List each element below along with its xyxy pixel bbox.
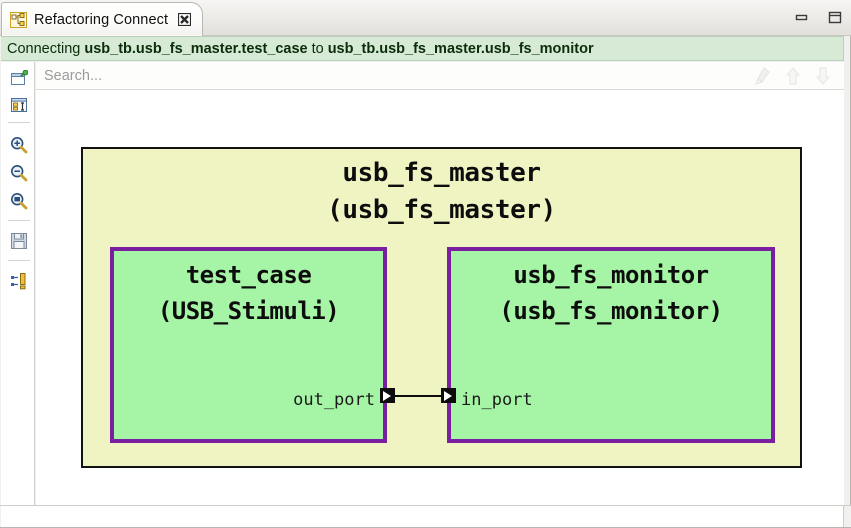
connect-ports-icon[interactable]	[10, 272, 28, 290]
port-label-in-port[interactable]: in_port	[461, 390, 533, 410]
port-arrow-icon	[444, 390, 452, 401]
minimize-icon[interactable]	[793, 9, 810, 26]
component-type-test-case: (USB_Stimuli)	[157, 297, 340, 325]
tool-rail	[1, 62, 35, 505]
connection-wire[interactable]	[395, 394, 443, 397]
search-input[interactable]	[36, 66, 754, 85]
port-marker-out-port[interactable]	[380, 388, 395, 403]
search-actions	[754, 66, 844, 86]
module-usb-fs-master[interactable]: usb_fs_master (usb_fs_master) test_case …	[81, 147, 802, 468]
tab-title: Refactoring Connect	[34, 11, 169, 28]
zoom-out-icon[interactable]	[10, 164, 28, 182]
previous-match-icon[interactable]	[784, 66, 802, 86]
clear-search-icon[interactable]	[754, 66, 772, 86]
module-title-line2: (usb_fs_master)	[327, 195, 556, 225]
show-properties-icon[interactable]	[10, 96, 28, 114]
status-message-bar: Connecting usb_tb.usb_fs_master.test_cas…	[1, 36, 844, 61]
window-controls	[793, 0, 843, 34]
port-marker-in-port[interactable]	[441, 388, 456, 403]
bottom-strip	[0, 505, 851, 527]
status-target-path: usb_tb.usb_fs_master.usb_fs_monitor	[327, 40, 594, 57]
pin-editor-icon[interactable]	[10, 69, 29, 88]
status-source-path: usb_tb.usb_fs_master.test_case	[84, 40, 308, 57]
zoom-in-icon[interactable]	[10, 136, 28, 154]
diagram-canvas[interactable]: usb_fs_master (usb_fs_master) test_case …	[36, 90, 844, 505]
next-match-icon[interactable]	[814, 66, 832, 86]
bottom-strip-inner	[1, 506, 844, 527]
close-icon[interactable]	[177, 12, 192, 27]
tab-bar: Refactoring Connect	[0, 0, 851, 36]
port-label-out-port[interactable]: out_port	[293, 390, 375, 410]
rail-separator	[8, 122, 30, 123]
component-usb-fs-monitor[interactable]: usb_fs_monitor (usb_fs_monitor) in_port	[447, 247, 775, 443]
search-bar	[36, 62, 844, 90]
component-test-case[interactable]: test_case (USB_Stimuli) out_port	[110, 247, 387, 443]
zoom-fit-icon[interactable]	[10, 192, 28, 210]
component-type-usb-fs-monitor: (usb_fs_monitor)	[499, 297, 723, 325]
hierarchy-diagram-icon	[10, 11, 27, 28]
save-icon[interactable]	[10, 232, 28, 250]
module-title-line1: usb_fs_master	[342, 158, 541, 188]
status-prefix: Connecting	[7, 40, 81, 57]
component-name-test-case: test_case	[185, 261, 312, 289]
rail-separator	[8, 220, 30, 221]
port-arrow-icon	[383, 390, 391, 401]
status-connector-word: to	[311, 40, 324, 57]
component-name-usb-fs-monitor: usb_fs_monitor	[513, 261, 709, 289]
maximize-icon[interactable]	[826, 9, 843, 26]
tab-refactoring-connect[interactable]: Refactoring Connect	[1, 2, 204, 36]
rail-separator	[8, 260, 30, 261]
